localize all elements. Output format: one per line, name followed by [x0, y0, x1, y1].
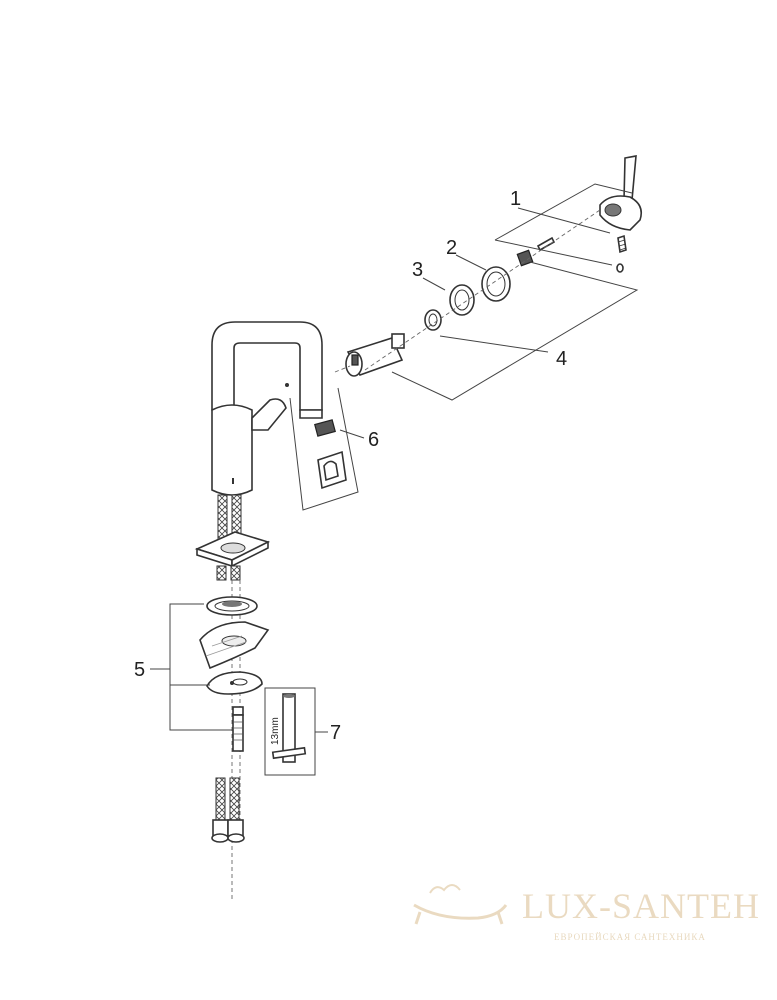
- callout-1: 1: [510, 188, 521, 210]
- callout-3: 3: [412, 259, 423, 281]
- watermark-brand: LUX-SANTEH: [522, 886, 760, 926]
- screw-hole-icon: [285, 383, 289, 387]
- callout-4: 4: [556, 348, 567, 370]
- clip-card: [289, 387, 365, 511]
- leader-2: [455, 254, 487, 271]
- leader-1: [494, 183, 633, 266]
- watermark: LUX-SANTEH ЕВРОПЕЙСКАЯ САНТЕХНИКА: [413, 884, 760, 942]
- socket-tool: [264, 687, 328, 776]
- threaded-rod: [232, 706, 244, 752]
- cover-cap: [481, 266, 511, 302]
- cartridge: [334, 333, 405, 377]
- gasket-ring: [206, 596, 258, 616]
- mounting-bracket: [206, 671, 263, 695]
- ring-nut: [449, 284, 475, 316]
- watermark-tagline: ЕВРОПЕЙСКАЯ САНТЕХНИКА: [554, 932, 706, 942]
- tool-size-label: 13mm: [270, 717, 281, 745]
- leader-5: [150, 603, 232, 731]
- faucet-body: [211, 321, 323, 496]
- o-ring-small: [424, 309, 442, 331]
- callout-7: 7: [330, 722, 341, 744]
- mid-hoses: [216, 565, 241, 581]
- bathtub-logo-icon: [413, 884, 508, 925]
- adapter-and-screw: [516, 236, 556, 267]
- leader-4: [391, 261, 639, 401]
- callout-6: 6: [368, 429, 379, 451]
- base-plate: [194, 531, 271, 568]
- lower-hoses: [211, 777, 245, 843]
- callout-5: 5: [134, 659, 145, 681]
- leader-3: [422, 277, 446, 291]
- countertop-section: [199, 621, 270, 670]
- callout-2: 2: [446, 237, 457, 259]
- lever-handle: [599, 155, 643, 273]
